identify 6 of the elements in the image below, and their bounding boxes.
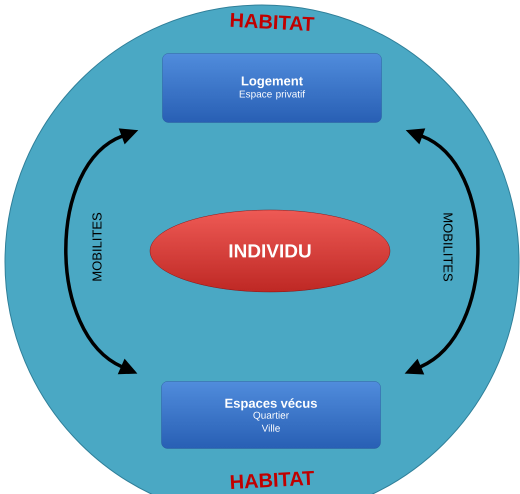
heading: HABITAT: [230, 470, 314, 489]
rounded-box: Espaces vécus Quartier Ville: [161, 381, 381, 449]
edge-label: MOBILITES: [91, 211, 103, 283]
edge-label: MOBILITES: [442, 211, 454, 283]
rounded-box: Logement Espace privatif: [162, 53, 382, 123]
heading: HABITAT: [230, 12, 314, 31]
